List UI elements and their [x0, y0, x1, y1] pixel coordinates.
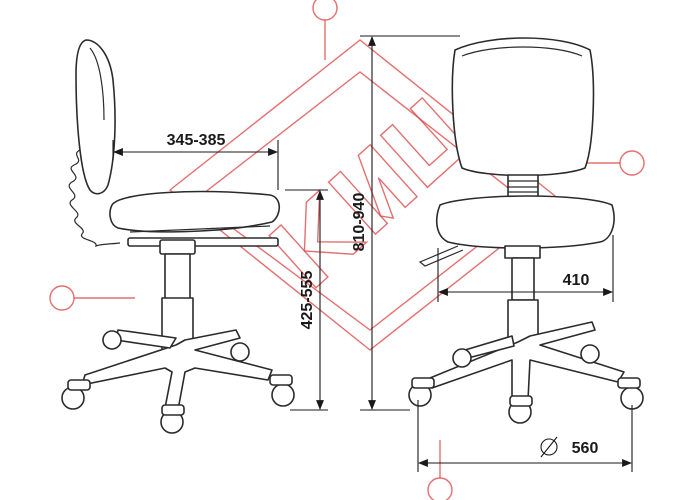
seat-width-label: 410	[563, 272, 590, 289]
dimension-seat-width: 410	[437, 235, 614, 302]
front-base	[429, 321, 625, 401]
diameter-symbol-icon	[540, 438, 558, 456]
side-backrest	[75, 39, 116, 195]
side-gas-lift	[164, 253, 191, 300]
seat-height-label: 425-555	[299, 271, 316, 330]
front-backrest	[451, 37, 595, 177]
base-diameter-label: 560	[572, 440, 599, 457]
side-base	[81, 329, 273, 411]
overall-height-label: 810-940	[351, 193, 368, 252]
seat-depth-label: 345-385	[167, 132, 226, 149]
front-lever	[418, 245, 464, 267]
dimension-base-diameter: 560	[417, 400, 633, 472]
front-gas-lift	[511, 257, 535, 301]
dimension-seat-depth: 345-385	[112, 132, 279, 190]
dimension-seat-height: 425-555	[285, 189, 328, 411]
front-seat	[435, 195, 615, 249]
dimension-overall-height: 810-940	[351, 35, 460, 411]
chair-front-view	[408, 37, 644, 424]
chair-side-view	[61, 39, 295, 434]
side-seat	[109, 190, 281, 233]
side-back-spring	[68, 149, 121, 248]
